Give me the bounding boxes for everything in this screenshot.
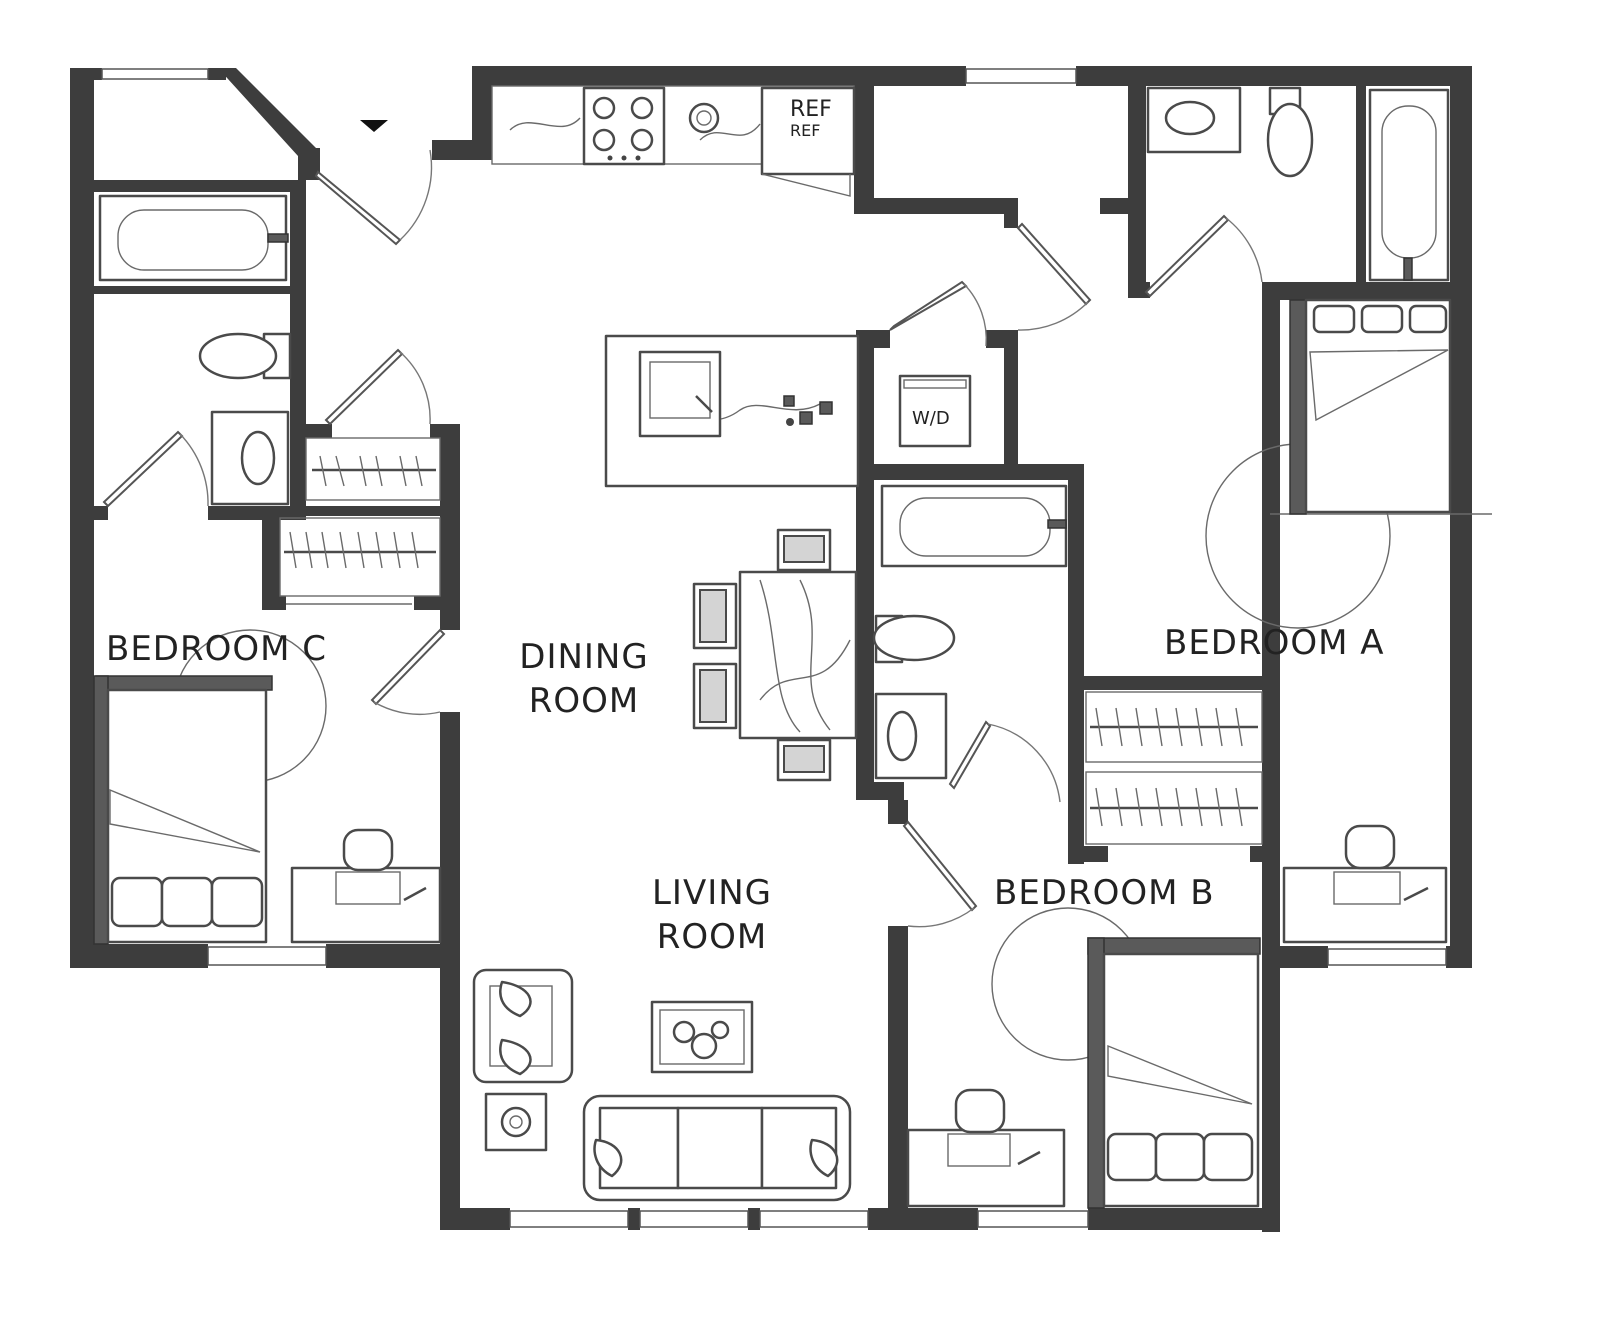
bathtub-icon <box>98 194 289 282</box>
sink-icon <box>874 692 948 780</box>
label-bedroom-c: BEDROOM C <box>106 629 327 669</box>
label-living-line2: ROOM <box>657 917 767 957</box>
desk-chair-icon <box>290 828 442 944</box>
bed-icon <box>1289 298 1452 515</box>
toilet-icon <box>1266 86 1314 178</box>
desk-chair-icon <box>906 1088 1066 1208</box>
sink-icon <box>638 350 722 438</box>
sofa-icon <box>582 1094 852 1202</box>
sink-icon <box>210 410 290 506</box>
ref-label-bottom: REF <box>790 121 820 140</box>
label-dining-line1: DINING <box>519 637 648 677</box>
entry-arrow-icon <box>360 120 388 132</box>
bedroom-a <box>1205 298 1492 944</box>
label-bedroom-b: BEDROOM B <box>994 873 1215 913</box>
closet-hangers-icon <box>279 517 441 605</box>
bathroom-b <box>872 484 1068 780</box>
side-table <box>484 1092 548 1152</box>
toilet-icon <box>872 614 956 664</box>
bathroom-c <box>98 194 292 506</box>
bed-icon <box>93 675 273 945</box>
closet-hangers-icon <box>305 437 441 501</box>
coffee-table-icon <box>650 1000 754 1074</box>
interior-walls <box>94 86 1472 1230</box>
armchair-icon <box>472 968 574 1084</box>
ref-label-top: REF <box>790 97 832 122</box>
bathtub-icon <box>1368 88 1450 282</box>
kitchen: REF REF <box>491 85 860 488</box>
refrigerator: REF REF <box>760 86 856 197</box>
closets <box>279 437 1263 845</box>
label-bedroom-a: BEDROOM A <box>1164 623 1385 663</box>
label-dining-line2: ROOM <box>529 681 639 721</box>
bedroom-b <box>906 907 1261 1209</box>
desk-chair-icon <box>1282 824 1448 944</box>
label-living-line1: LIVING <box>652 873 772 913</box>
windows <box>101 68 1447 1228</box>
room-labels: BEDROOM C BEDROOM A BEDROOM B DINING ROO… <box>106 623 1385 957</box>
bed-icon <box>1087 937 1261 1209</box>
bathroom-a <box>1146 86 1450 282</box>
dining-table-icon <box>692 528 858 782</box>
living-room <box>472 968 852 1202</box>
doors <box>102 120 1263 928</box>
stove-icon <box>582 86 666 166</box>
bathtub-icon <box>880 484 1068 568</box>
washer-dryer-label: W/D <box>912 408 950 429</box>
exterior-walls <box>70 66 1472 1232</box>
sink-icon <box>1146 86 1242 154</box>
bedroom-c <box>93 629 442 945</box>
closet-hangers-icon <box>1085 771 1263 845</box>
washer-dryer-icon: W/D <box>898 374 972 448</box>
toilet-icon <box>198 332 292 380</box>
closet-hangers-icon <box>1085 691 1263 763</box>
